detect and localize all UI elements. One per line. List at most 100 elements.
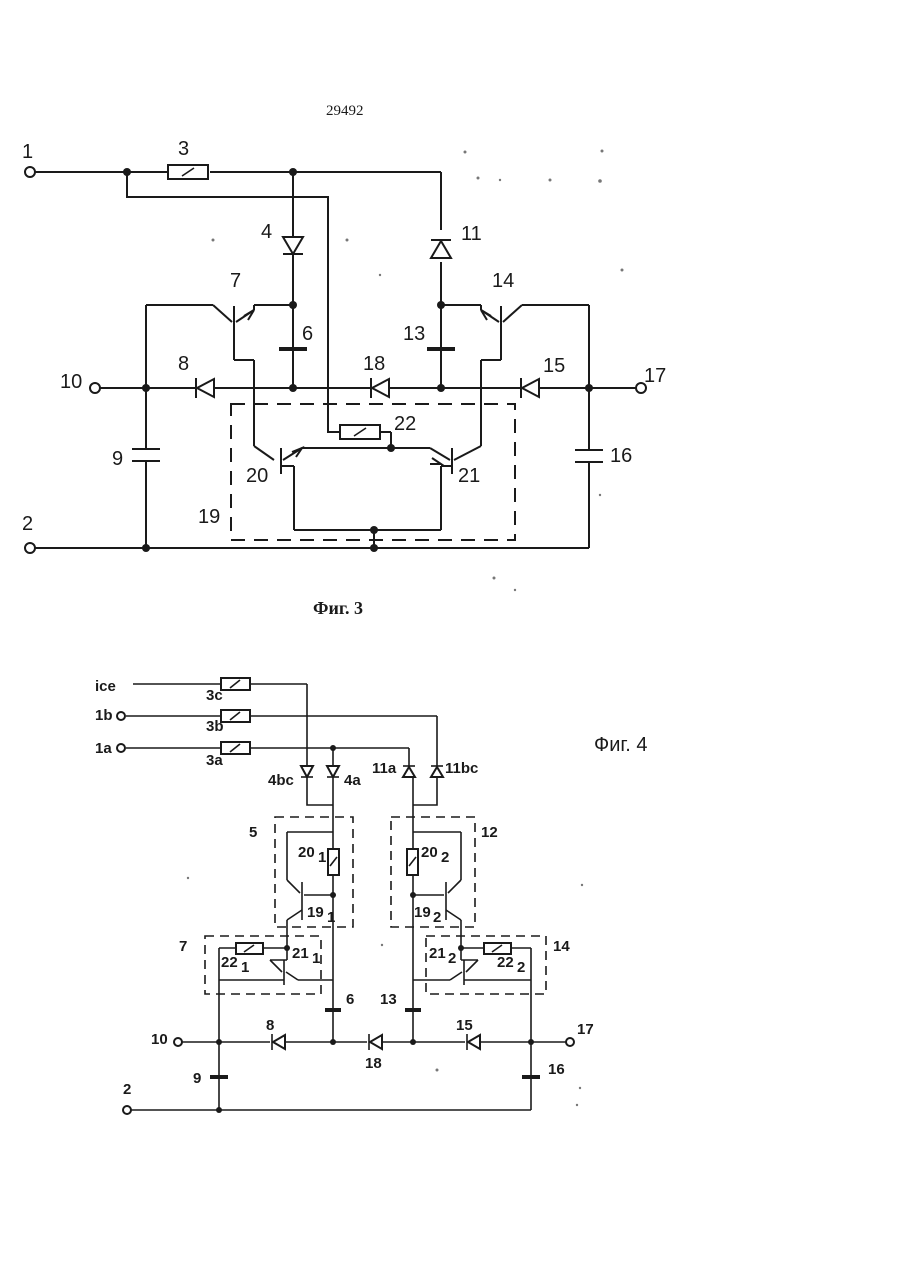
resistor-3b [221, 710, 250, 722]
label-terminal-1b: 1b [95, 707, 113, 724]
label-terminal-1a: 1a [95, 740, 112, 757]
figure-3: 1 3 4 11 [22, 138, 666, 618]
resistor-3a [221, 742, 250, 754]
resistor-22 [340, 425, 380, 439]
label-diode-4a: 4a [344, 772, 361, 789]
resistor-20-2 [407, 849, 418, 875]
terminal-1b [117, 712, 125, 720]
label-transistor-21-2: 21 [429, 945, 446, 962]
label-resistor-3a: 3a [206, 752, 223, 769]
label-box-19: 19 [198, 506, 220, 528]
diode-4 [283, 237, 303, 254]
label-capacitor-16: 16 [610, 445, 632, 467]
label-diode-8-fig4: 8 [266, 1017, 274, 1034]
label-resistor-3c: 3c [206, 687, 223, 704]
label-resistor-22-1-sub: 1 [241, 959, 249, 976]
diode-18-fig4 [369, 1034, 382, 1050]
label-resistor-22-1: 22 [221, 954, 238, 971]
label-resistor-20-1: 20 [298, 844, 315, 861]
label-capacitor-16-fig4: 16 [548, 1061, 565, 1078]
figure-3-caption: Фиг. 3 [313, 598, 363, 618]
label-capacitor-9-fig4: 9 [193, 1070, 201, 1087]
capacitor-16 [575, 450, 603, 462]
transistor-7 [146, 305, 293, 446]
diode-15 [521, 378, 539, 398]
label-diode-11bc: 11bc [445, 760, 478, 777]
transistor-20 [254, 446, 391, 530]
label-box-12: 12 [481, 824, 498, 841]
diode-11bc [431, 766, 443, 777]
label-terminal-2: 2 [22, 513, 33, 535]
figure-4-caption: Фиг. 4 [594, 734, 647, 756]
label-resistor-3: 3 [178, 138, 189, 160]
label-resistor-20-2-sub: 2 [441, 849, 449, 866]
label-diode-4bc: 4bc [268, 772, 294, 789]
label-diode-15: 15 [543, 355, 565, 377]
diode-4a [327, 766, 339, 777]
label-terminal-ice: ice [95, 678, 116, 695]
label-capacitor-13-fig4: 13 [380, 991, 397, 1008]
label-terminal-17-fig4: 17 [577, 1021, 594, 1038]
label-resistor-22: 22 [394, 413, 416, 435]
resistor-22-2 [484, 943, 511, 954]
terminal-1a [117, 744, 125, 752]
terminal-10-fig4 [174, 1038, 182, 1046]
terminal-10 [90, 383, 100, 393]
capacitor-9 [132, 449, 160, 461]
resistor-3c [221, 678, 250, 690]
label-capacitor-6: 6 [302, 323, 313, 345]
diode-8 [196, 378, 214, 398]
label-resistor-20-2: 20 [421, 844, 438, 861]
label-diode-4: 4 [261, 221, 272, 243]
label-resistor-22-2-sub: 2 [517, 959, 525, 976]
label-terminal-1: 1 [22, 141, 33, 163]
diode-11a [403, 766, 415, 777]
label-diode-18-fig4: 18 [365, 1055, 382, 1072]
label-diode-11: 11 [461, 223, 482, 245]
label-transistor-14: 14 [492, 270, 514, 292]
label-resistor-20-1-sub: 1 [318, 849, 326, 866]
resistor-22-1 [236, 943, 263, 954]
label-terminal-10-fig4: 10 [151, 1031, 168, 1048]
label-terminal-10: 10 [60, 371, 82, 393]
page-number: 29492 [326, 103, 364, 119]
label-resistor-22-2: 22 [497, 954, 514, 971]
label-terminal-2-fig4: 2 [123, 1081, 131, 1098]
resistor-20-1 [328, 849, 339, 875]
terminal-2-fig4 [123, 1106, 131, 1114]
terminal-2 [25, 543, 35, 553]
transistor-21 [391, 446, 481, 530]
label-box-7: 7 [179, 938, 187, 955]
label-diode-11a: 11a [372, 760, 397, 777]
label-capacitor-13: 13 [403, 323, 425, 345]
resistor-3 [168, 165, 208, 179]
diode-8-fig4 [272, 1034, 285, 1050]
label-diode-8: 8 [178, 353, 189, 375]
label-diode-15-fig4: 15 [456, 1017, 473, 1034]
label-box-14: 14 [553, 938, 570, 955]
diode-18 [371, 378, 389, 398]
terminal-1 [25, 167, 35, 177]
diode-11 [431, 240, 451, 258]
scan-specks [187, 150, 624, 1107]
label-transistor-21: 21 [458, 465, 480, 487]
label-transistor-21-1-sub: 1 [312, 950, 320, 967]
diode-15-fig4 [467, 1034, 480, 1050]
figure-4: ice 1b 1a 3c 3b 3a 4bc 4a [95, 678, 647, 1114]
label-resistor-3b: 3b [206, 718, 224, 735]
label-transistor-21-2-sub: 2 [448, 950, 456, 967]
label-box-5: 5 [249, 824, 257, 841]
label-transistor-19-2: 19 [414, 904, 431, 921]
label-terminal-17: 17 [644, 365, 666, 387]
label-diode-18: 18 [363, 353, 385, 375]
label-transistor-20: 20 [246, 465, 268, 487]
label-capacitor-6-fig4: 6 [346, 991, 354, 1008]
label-transistor-21-1: 21 [292, 945, 309, 962]
label-transistor-19-1-sub: 1 [327, 909, 335, 926]
diode-4bc [301, 766, 313, 777]
label-transistor-19-1: 19 [307, 904, 324, 921]
label-capacitor-9: 9 [112, 448, 123, 470]
label-transistor-7: 7 [230, 270, 241, 292]
terminal-17-fig4 [566, 1038, 574, 1046]
